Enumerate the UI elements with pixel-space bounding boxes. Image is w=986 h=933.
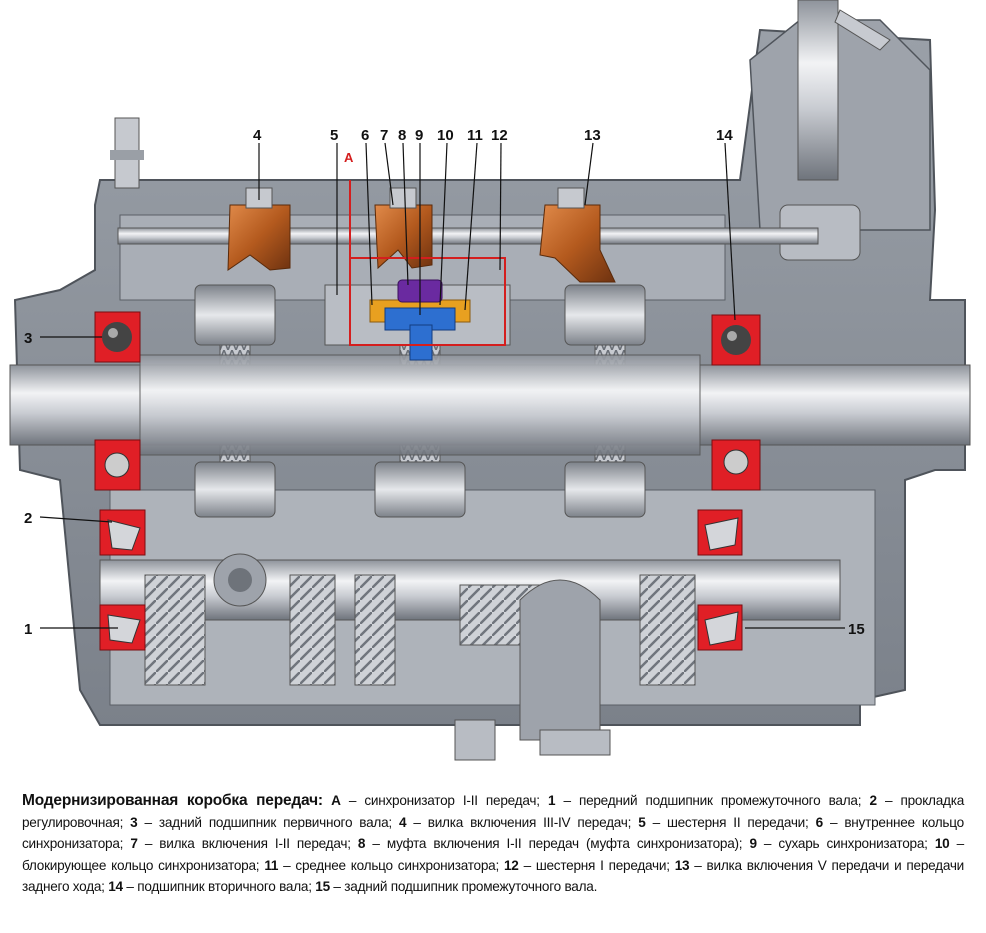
callout-7: 7 bbox=[380, 127, 388, 144]
caption-entry: 12 – шестерня I передачи; bbox=[503, 857, 670, 873]
bearing-3-icon bbox=[94, 311, 141, 363]
caption-entry: 7 – вилка включения I-II передач; bbox=[130, 836, 351, 851]
caption-entry: 14 – подшипник вторичного вала; bbox=[108, 879, 312, 894]
caption-entry: 6 – внутреннее кольцо синхронизатора; bbox=[22, 814, 964, 852]
bearing-15-icon bbox=[697, 509, 743, 651]
callout-4: 4 bbox=[253, 127, 262, 144]
caption-title: Модернизированная коробка передач: bbox=[22, 792, 323, 809]
callout-15: 15 bbox=[848, 621, 865, 638]
caption-entry-text: шестерня II передачи; bbox=[666, 814, 809, 830]
callout-9: 9 bbox=[415, 127, 423, 144]
caption-entry-text: вилка включения III-IV передач; bbox=[427, 814, 632, 830]
synchronizer-highlight-frame: A bbox=[344, 150, 506, 346]
caption-entry-text: задний подшипник промежуточного вала. bbox=[344, 879, 598, 894]
caption-entry-key: 2 bbox=[869, 793, 877, 808]
caption-entry-text: синхронизатор I-II передач; bbox=[364, 793, 540, 808]
caption-entry-key: 7 bbox=[130, 836, 138, 851]
fork-5-reverse-icon bbox=[539, 204, 616, 283]
main-shaft bbox=[9, 354, 971, 456]
caption-entry-key: 13 bbox=[674, 857, 690, 873]
caption-entry: 1 – передний подшипник промежуточного ва… bbox=[547, 793, 862, 808]
fork-3-4-icon bbox=[227, 204, 291, 271]
caption-entries: А – синхронизатор I-II передач; 1 – пере… bbox=[22, 793, 964, 894]
gearbox-cutaway-diagram: A bbox=[9, 0, 971, 761]
callout-8: 8 bbox=[398, 127, 406, 144]
caption-entry-key: 15 bbox=[315, 879, 330, 894]
figure-caption: Модернизированная коробка передач: А – с… bbox=[22, 790, 964, 898]
caption-entry-key: 4 bbox=[399, 814, 407, 830]
caption-entry-text: сухарь синхронизатора; bbox=[778, 836, 928, 851]
breather-plug bbox=[110, 117, 144, 189]
callout-1: 1 bbox=[24, 621, 32, 638]
caption-entry-text: задний подшипник первичного вала; bbox=[158, 814, 392, 830]
callout-leader-lines bbox=[39, 142, 845, 629]
caption-entry-key: 1 bbox=[547, 793, 556, 808]
bearing-3-lower-icon bbox=[94, 439, 141, 491]
countershaft bbox=[99, 553, 841, 741]
caption-entry-text: муфта включения I-II передач (муфта синх… bbox=[386, 836, 743, 851]
caption-entry: 3 – задний подшипник первичного вала; bbox=[130, 814, 392, 830]
callout-5: 5 bbox=[330, 127, 338, 144]
caption-entry-key: 3 bbox=[130, 814, 138, 830]
caption-entry: 9 – сухарь синхронизатора; bbox=[749, 836, 928, 851]
bearing-1-2-icon bbox=[99, 509, 146, 651]
callout-3: 3 bbox=[24, 330, 32, 347]
caption-entry-text: блокирующее кольцо синхронизатора; bbox=[22, 857, 260, 873]
caption-entry-text: среднее кольцо синхронизатора; bbox=[295, 857, 500, 873]
caption-entry: 5 – шестерня II передачи; bbox=[638, 814, 809, 830]
callout-10: 10 bbox=[437, 127, 454, 144]
section-marker-a: A bbox=[344, 150, 354, 165]
caption-entry-key: 9 bbox=[749, 836, 757, 851]
caption-entry-key: 5 bbox=[638, 814, 646, 830]
caption-entry: 13 – вилка включения V передачи и переда… bbox=[22, 857, 965, 895]
caption-entry-key: 12 bbox=[503, 857, 519, 873]
caption-entry-text: передний подшипник промежуточного вала; bbox=[578, 793, 862, 808]
bearing-14-lower-icon bbox=[711, 439, 761, 491]
caption-entry-text: прокладка регулировочная; bbox=[22, 793, 965, 830]
caption-entry-key: 14 bbox=[108, 879, 123, 894]
caption-entry-key: 11 bbox=[264, 857, 279, 873]
caption-entry-text: шестерня I передачи; bbox=[535, 857, 670, 873]
caption-entry-key: 8 bbox=[357, 836, 366, 851]
caption-entry: 11 – среднее кольцо синхронизатора; bbox=[264, 857, 500, 873]
caption-entry-key: 10 bbox=[934, 836, 950, 851]
caption-entry-key: 6 bbox=[815, 814, 824, 830]
synchronizer-1-2-detail bbox=[324, 279, 511, 361]
caption-entry: 8 – муфта включения I-II передач (муфта … bbox=[357, 836, 743, 851]
caption-entry-key: А bbox=[331, 793, 341, 808]
shift-rod bbox=[117, 227, 819, 245]
caption-entry-text: вилка включения V передачи и передачи за… bbox=[22, 857, 965, 895]
caption-entry: 4 – вилка включения III-IV передач; bbox=[399, 814, 632, 830]
fork-1-2-icon bbox=[374, 204, 433, 270]
callout-6: 6 bbox=[361, 127, 369, 144]
callout-11: 11 bbox=[467, 127, 483, 144]
caption-entry: 15 – задний подшипник промежуточного вал… bbox=[315, 879, 598, 894]
bearing-14-icon bbox=[711, 314, 761, 366]
caption-entry: 2 – прокладка регулировочная; bbox=[22, 793, 965, 830]
caption-entry-text: вилка включения I-II передач; bbox=[159, 836, 351, 851]
callout-14: 14 bbox=[716, 127, 733, 144]
caption-entry-text: внутреннее кольцо синхронизатора; bbox=[22, 814, 964, 852]
caption-entry-text: подшипник вторичного вала; bbox=[137, 879, 312, 894]
caption-entry: 10 – блокирующее кольцо синхронизатора; bbox=[22, 836, 964, 873]
callout-13: 13 bbox=[584, 127, 601, 144]
caption-entry: А – синхронизатор I-II передач; bbox=[331, 793, 540, 808]
callout-2: 2 bbox=[24, 510, 32, 527]
shift-lever-housing bbox=[749, 0, 931, 261]
callout-12: 12 bbox=[491, 127, 508, 144]
